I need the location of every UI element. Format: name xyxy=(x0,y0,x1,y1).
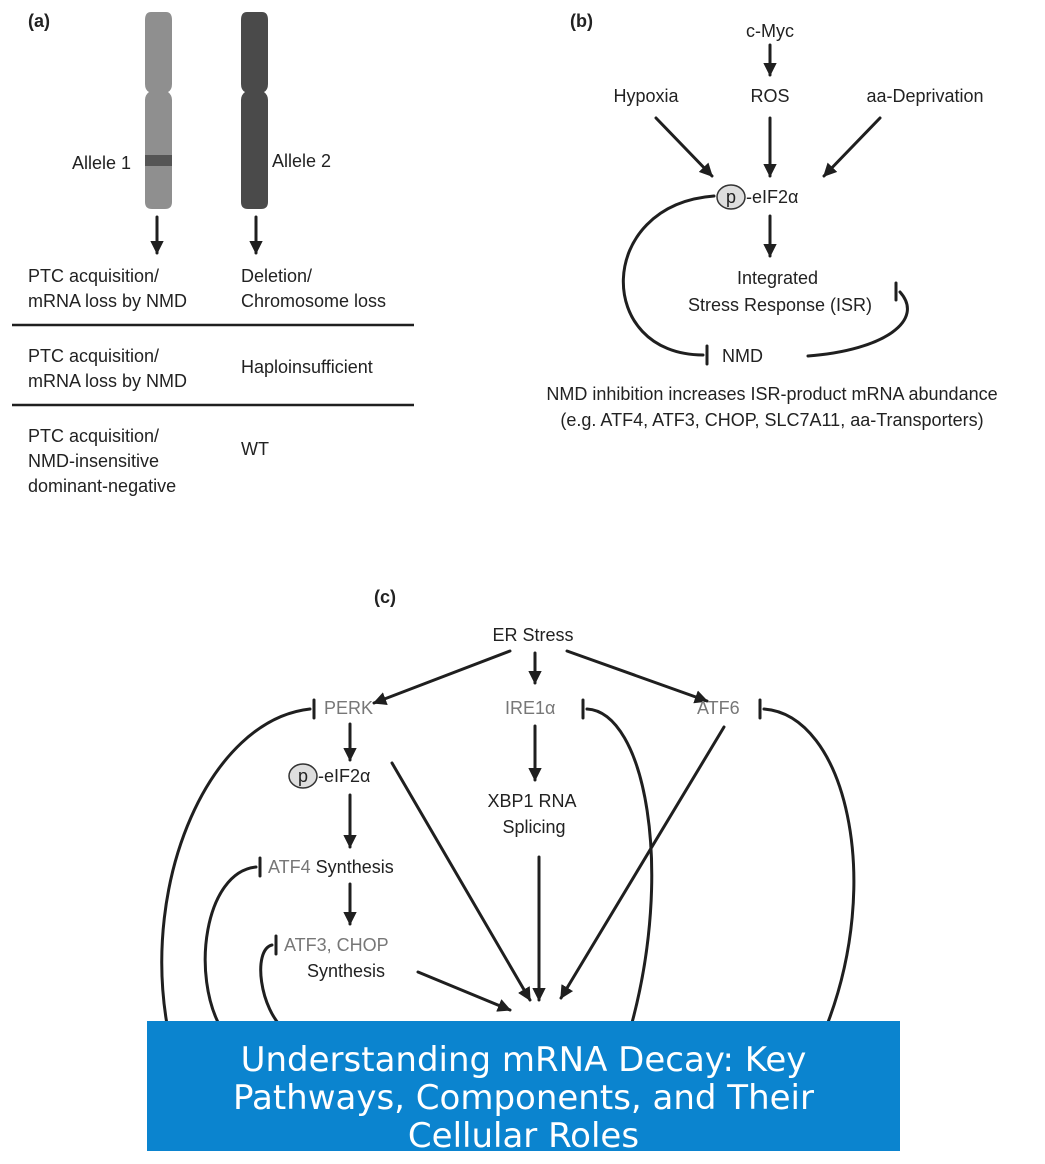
phospho-p-b: p xyxy=(726,187,736,207)
phospho-circle-b xyxy=(716,184,746,210)
c-myc-label: c-Myc xyxy=(746,21,794,41)
phospho-circle-c xyxy=(288,763,318,789)
feedback-nmd-atf4 xyxy=(203,865,258,1032)
hypoxia-label: Hypoxia xyxy=(613,86,679,106)
arrow-aa-eif2a xyxy=(822,116,882,178)
nmd-label: NMD xyxy=(722,346,763,366)
title-banner: Understanding mRNA Decay: Key Pathways, … xyxy=(147,1021,900,1151)
arrow-hypoxia-eif2a xyxy=(654,116,714,178)
ire1a-label: IRE1α xyxy=(505,698,555,718)
panel-c-label: (c) xyxy=(374,587,396,607)
chromosome-allele-1 xyxy=(145,12,172,209)
arrow-er-atf6 xyxy=(565,649,709,704)
eif2a-label-b: -eIF2α xyxy=(746,187,798,207)
atf4-synthesis-label: ATF4 Synthesis xyxy=(268,857,394,877)
inhibit-eif2a-nmd xyxy=(621,194,716,357)
feedback-nmd-perk xyxy=(160,707,312,1032)
allele-1-label: Allele 1 xyxy=(72,153,131,173)
atf3-chop-label: ATF3, CHOP xyxy=(284,935,389,955)
panel-c: (c) ER Stress PERK IRE1α ATF6 p -eIF2α A… xyxy=(160,587,856,1032)
row-3-right: WT xyxy=(241,439,269,459)
caption-line-1: NMD inhibition increases ISR-product mRN… xyxy=(546,384,997,404)
inhibit-nmd-isr xyxy=(806,290,909,358)
er-stress-label: ER Stress xyxy=(492,625,573,645)
ros-label: ROS xyxy=(750,86,789,106)
xbp1-label: XBP1 RNA Splicing xyxy=(487,791,580,837)
arrow-er-perk xyxy=(372,649,512,705)
arrow-eif2a-nmd xyxy=(390,761,532,1002)
row-1-left: PTC acquisition/ mRNA loss by NMD xyxy=(28,266,187,311)
atf3-synthesis-label: Synthesis xyxy=(307,961,385,981)
arrow-atf3-nmd xyxy=(416,970,512,1012)
arrow-atf6-nmd xyxy=(559,725,726,1000)
feedback-nmd-atf6 xyxy=(762,707,856,1032)
row-1-right: Deletion/ Chromosome loss xyxy=(241,266,386,311)
panel-b: (b) c-Myc Hypoxia ROS aa-Deprivation p -… xyxy=(546,11,997,430)
chromosome-allele-2 xyxy=(241,12,268,209)
feedback-nmd-ire1a xyxy=(585,707,654,1032)
caption-line-2: (e.g. ATF4, ATF3, CHOP, SLC7A11, aa-Tran… xyxy=(560,410,983,430)
banner-title: Understanding mRNA Decay: Key Pathways, … xyxy=(233,1040,814,1151)
aa-deprivation-label: aa-Deprivation xyxy=(866,86,983,106)
isr-label: Integrated Stress Response (ISR) xyxy=(688,268,872,315)
atf6-label: ATF6 xyxy=(697,698,740,718)
panel-a: (a) Allele 1 Allele 2 PTC acquisition/ m… xyxy=(12,11,414,496)
row-2-left: PTC acquisition/ mRNA loss by NMD xyxy=(28,346,187,391)
feedback-nmd-atf3 xyxy=(259,943,287,1032)
panel-a-label: (a) xyxy=(28,11,50,31)
eif2a-label-c: -eIF2α xyxy=(318,766,370,786)
perk-label: PERK xyxy=(324,698,373,718)
panel-b-label: (b) xyxy=(570,11,593,31)
allele-2-label: Allele 2 xyxy=(272,151,331,171)
row-2-right: Haploinsufficient xyxy=(241,357,373,377)
row-3-left: PTC acquisition/ NMD-insensitive dominan… xyxy=(28,426,176,496)
phospho-p-c: p xyxy=(298,766,308,786)
